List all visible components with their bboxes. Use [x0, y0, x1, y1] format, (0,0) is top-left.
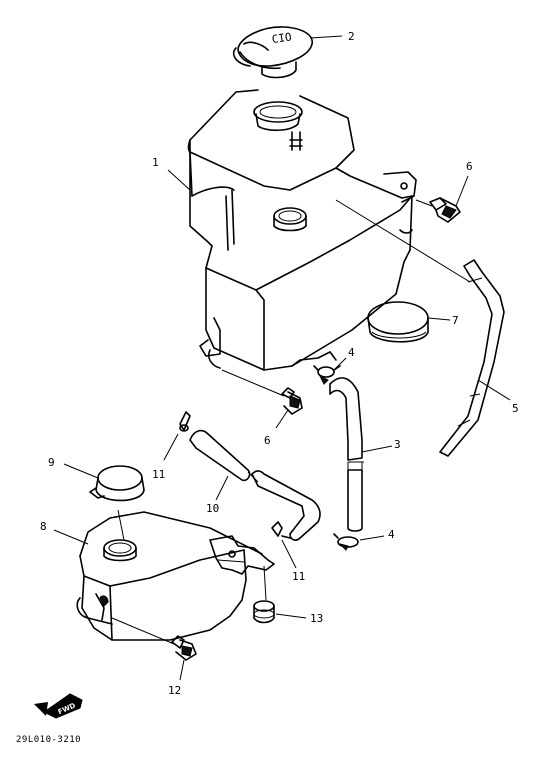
clip-right: [271, 521, 291, 539]
callout-labels: 2 1 6 7 4 5 3 6 11 10 9 8 11 4 13 12: [40, 30, 519, 697]
callout-4-lower: 4: [388, 528, 395, 541]
callout-2: 2: [348, 30, 355, 43]
reservoir-tank: [76, 509, 275, 641]
filler-cap-lettering: CIO: [271, 30, 292, 46]
front-arrow-logo: FWD: [34, 693, 83, 719]
callout-13: 13: [310, 612, 323, 625]
callout-4-upper: 4: [348, 346, 355, 359]
oil-hose: [329, 377, 364, 532]
callout-11-right: 11: [292, 570, 305, 583]
callout-11-left: 11: [152, 468, 165, 481]
callout-12: 12: [168, 684, 181, 697]
callout-6-upper: 6: [466, 160, 473, 173]
leader-lines: [53, 35, 511, 681]
oil-tank: [187, 89, 471, 371]
drawing-code: 29L010-3210: [16, 735, 81, 745]
tank-cap: [367, 301, 429, 343]
callout-9: 9: [48, 456, 55, 469]
filler-cap: CIO: [232, 26, 313, 79]
callout-10: 10: [206, 502, 219, 515]
hose-clamp-upper: [313, 365, 341, 385]
callout-5: 5: [512, 402, 519, 415]
callout-3: 3: [394, 438, 401, 451]
bolt-lower: [221, 369, 303, 415]
hose-clamp-lower: [333, 533, 359, 551]
callout-1: 1: [152, 156, 159, 169]
bolt-upper: [415, 197, 461, 223]
callout-6-lower: 6: [264, 434, 271, 447]
vent-hose: [439, 259, 505, 457]
callout-8: 8: [40, 520, 47, 533]
clip-left: [179, 411, 191, 432]
grommet: [253, 600, 275, 624]
reservoir-cap: [89, 465, 145, 502]
connecting-hose: [189, 429, 321, 541]
bolt-reservoir: [111, 617, 197, 661]
callout-7: 7: [452, 314, 459, 327]
